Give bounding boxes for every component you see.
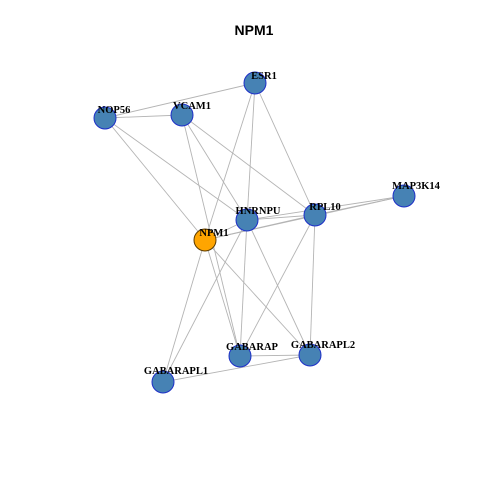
graph-title: NPM1 <box>235 22 274 38</box>
node-label-vcam1: VCAM1 <box>173 101 211 112</box>
node-esr1[interactable] <box>243 71 267 95</box>
edge-esr1-rpl10 <box>254 82 316 216</box>
node-label-map3k14: MAP3K14 <box>392 181 441 192</box>
node-label-nop56: NOP56 <box>98 105 131 116</box>
node-gabarapl1[interactable] <box>151 370 175 394</box>
edge-hnrnpu-gabarapl1 <box>162 219 248 383</box>
edge-rpl10-map3k14 <box>314 195 405 216</box>
node-nop56[interactable] <box>93 106 117 130</box>
node-label-gabarapl1: GABARAPL1 <box>144 366 208 377</box>
node-label-hnrnpu: HNRNPU <box>236 206 281 217</box>
edge-nop56-vcam1 <box>104 114 183 119</box>
edge-esr1-hnrnpu <box>246 82 256 221</box>
node-label-gabarap: GABARAP <box>226 342 279 353</box>
node-rpl10[interactable] <box>303 203 327 227</box>
node-label-esr1: ESR1 <box>251 71 277 82</box>
edge-npm1-gabarap <box>204 239 241 357</box>
edge-gabarap-gabarapl2 <box>239 354 311 357</box>
edge-gabarapl2-gabarapl1 <box>162 354 311 383</box>
edge-hnrnpu-gabarapl2 <box>246 219 311 356</box>
node-map3k14[interactable] <box>392 184 416 208</box>
node-hnrnpu[interactable] <box>235 208 259 232</box>
node-layer <box>93 71 416 394</box>
edge-hnrnpu-map3k14 <box>246 195 405 221</box>
edge-esr1-npm1 <box>204 82 256 241</box>
edge-rpl10-gabarapl2 <box>309 214 316 356</box>
edge-npm1-gabarapl1 <box>162 239 206 383</box>
edge-rpl10-gabarap <box>239 214 316 357</box>
edge-vcam1-hnrnpu <box>181 114 248 221</box>
edge-hnrnpu-gabarap <box>239 219 248 357</box>
edge-nop56-hnrnpu <box>104 117 248 221</box>
edge-npm1-gabarapl2 <box>204 239 311 356</box>
edge-nop56-npm1 <box>104 117 206 241</box>
node-npm1[interactable] <box>193 228 217 252</box>
node-label-npm1: NPM1 <box>199 228 228 239</box>
node-gabarap[interactable] <box>228 344 252 368</box>
edge-vcam1-rpl10 <box>181 114 316 216</box>
edge-layer <box>104 82 405 383</box>
edge-nop56-esr1 <box>104 82 256 119</box>
node-label-gabarapl2: GABARAPL2 <box>291 340 355 351</box>
node-vcam1[interactable] <box>170 103 194 127</box>
node-label-rpl10: RPL10 <box>309 202 341 213</box>
node-gabarapl2[interactable] <box>298 343 322 367</box>
